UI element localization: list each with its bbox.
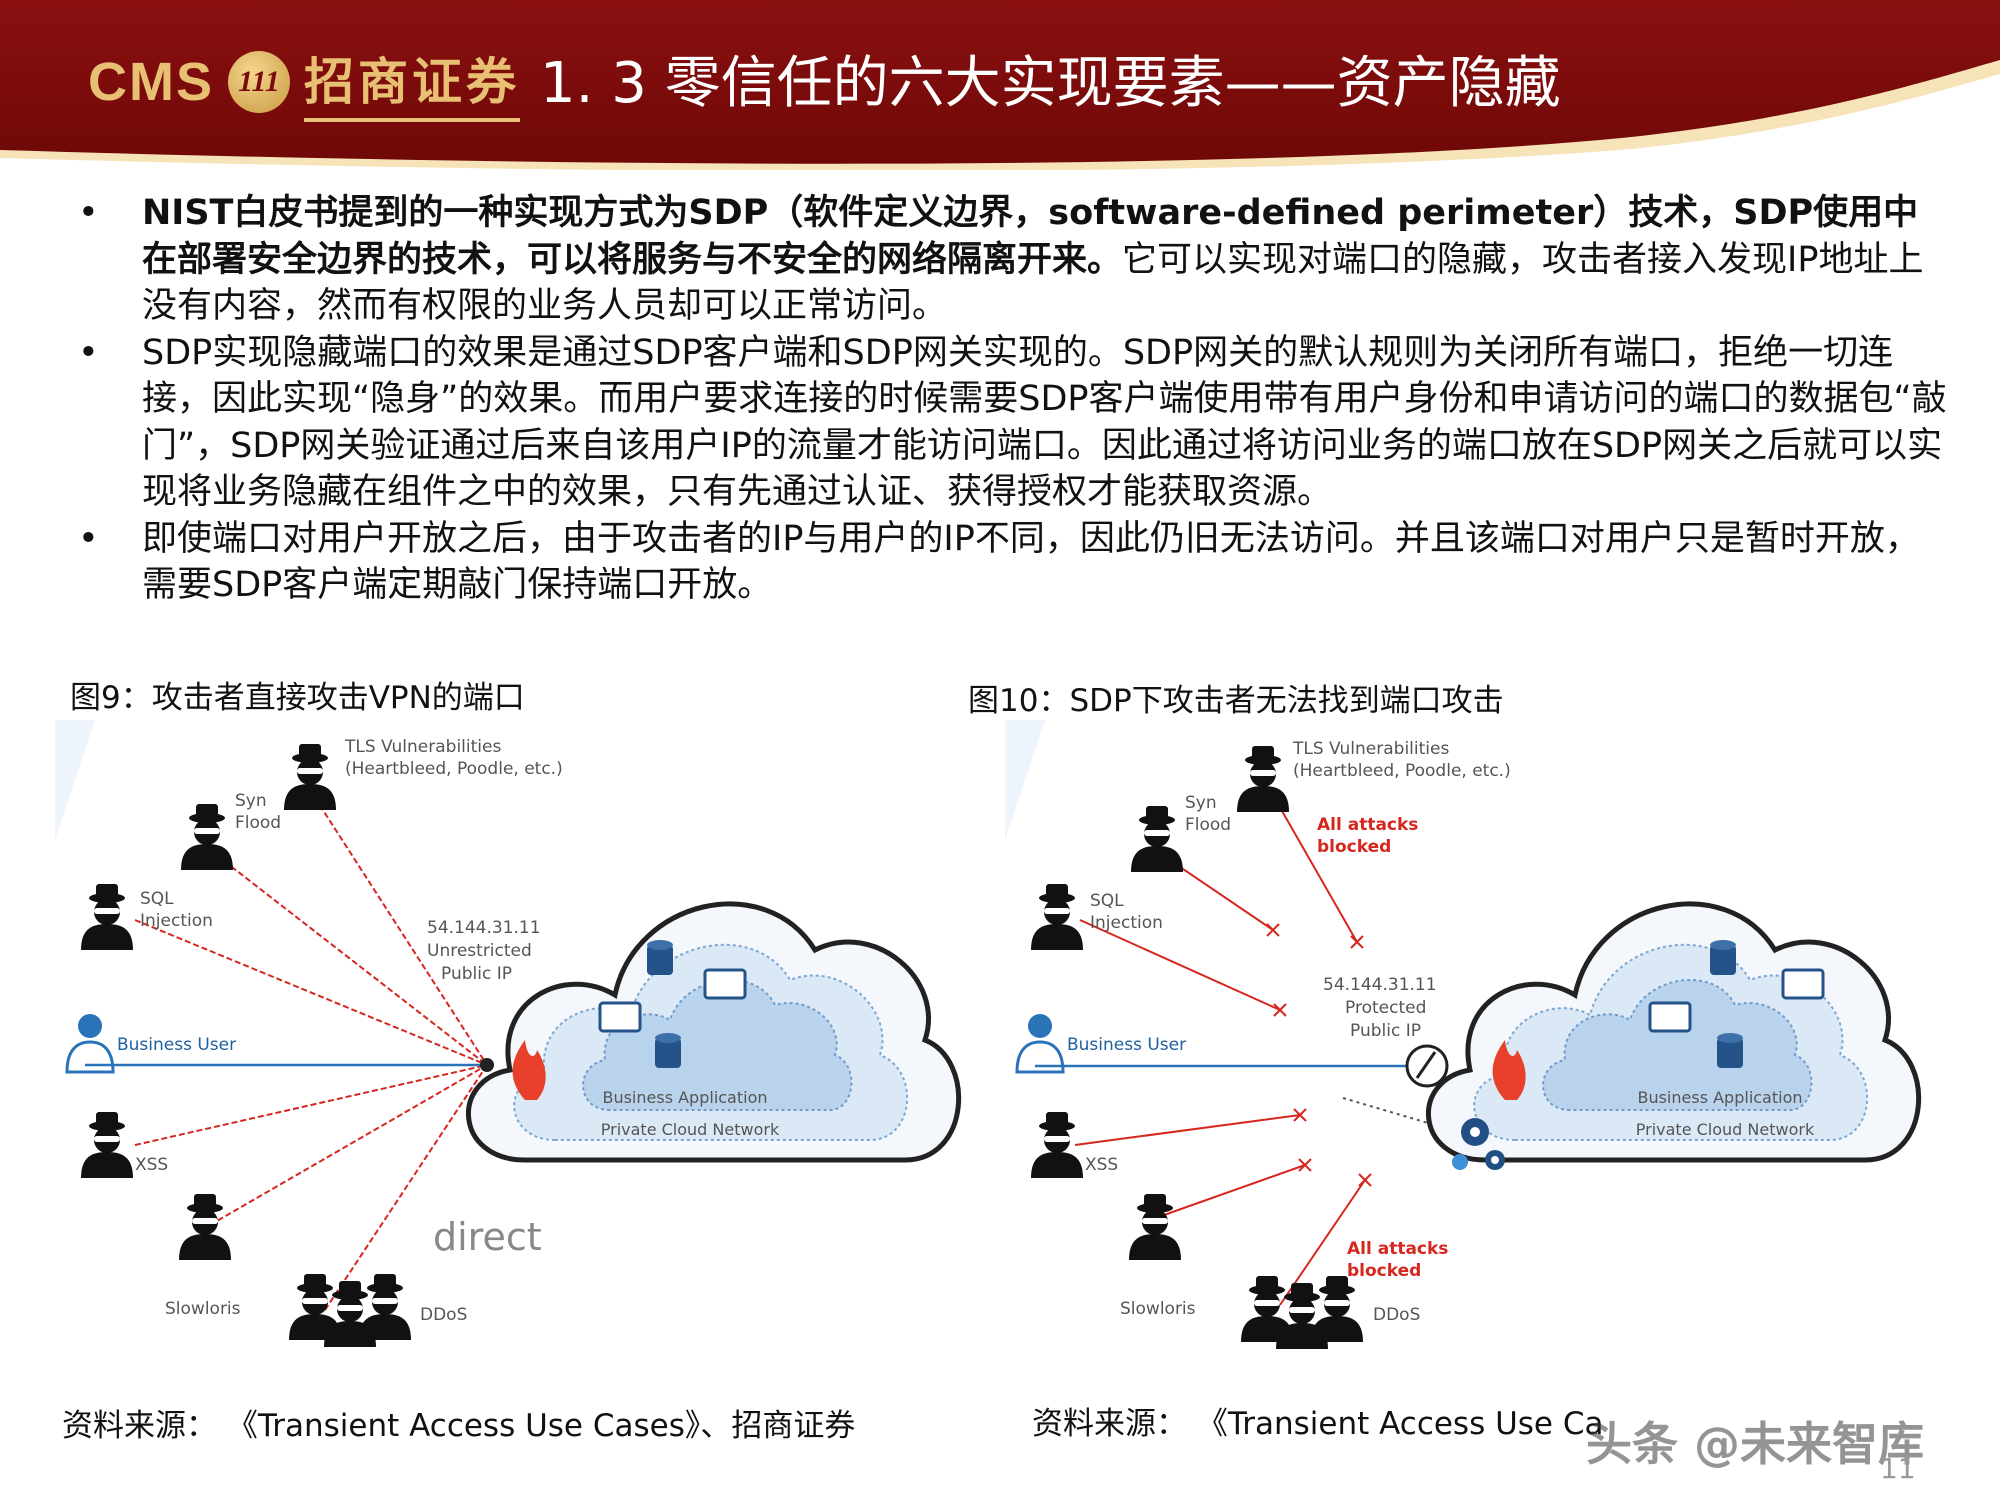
block-markers	[1266, 923, 1372, 1187]
syn-label-line1: Syn	[235, 791, 267, 811]
xss-label: XSS	[1085, 1155, 1118, 1175]
business-user-label: Business User	[1067, 1035, 1186, 1055]
ip-label-line1: 54.144.31.11	[1323, 975, 1437, 995]
figure-left-source: 资料来源： 《Transient Access Use Cases》、招商证券	[62, 1408, 856, 1444]
hacker-sql-icon	[81, 884, 133, 950]
hacker-syn-icon	[181, 804, 233, 870]
tls-label-line1: TLS Vulnerabilities	[344, 737, 501, 757]
bullet-text: 它可以实现对端口的隐藏，攻击者接入发现IP地址上没有内容，然而有权限的业务人员却…	[142, 239, 1924, 327]
hacker-slowloris-icon	[1129, 1194, 1181, 1260]
logo-badge-icon: 111	[228, 51, 290, 113]
private-cloud: Business Application Private Cloud Netwo…	[465, 901, 962, 1163]
tls-label-line1: TLS Vulnerabilities	[1292, 739, 1449, 759]
private-cloud: Business Application Private Cloud Netwo…	[1425, 901, 1922, 1163]
slowloris-label: Slowloris	[165, 1299, 241, 1319]
figure-right-diagram: Business Application Private Cloud Netwo…	[1005, 720, 1965, 1380]
attack-lines	[134, 789, 488, 1311]
ip-label-line2: Unrestricted	[427, 941, 532, 961]
header-gold-wave	[0, 60, 2000, 170]
bullet-dot: •	[78, 518, 99, 559]
syn-label-line2: Flood	[235, 813, 281, 833]
tls-label-line2: (Heartbleed, Poodle, etc.)	[1293, 761, 1511, 781]
tls-label-line2: (Heartbleed, Poodle, etc.)	[345, 759, 563, 779]
ddos-label: DDoS	[1373, 1305, 1420, 1325]
bullet-item: • 即使端口对用户开放之后，由于攻击者的IP与用户的IP不同，因此仍旧无法访问。…	[70, 516, 1950, 609]
blocked-label-bottom-line1: All attacks	[1347, 1239, 1448, 1259]
company-logo: CMS 111 招商证券	[88, 42, 520, 122]
hacker-tls-icon	[1237, 746, 1289, 812]
hacker-ddos-icon	[289, 1274, 411, 1347]
direct-annotation: direct	[433, 1215, 542, 1259]
ip-label-line1: 54.144.31.11	[427, 918, 541, 938]
gears-icon	[1452, 1118, 1505, 1170]
hacker-syn-icon	[1131, 806, 1183, 872]
business-app-label: Business Application	[602, 1088, 767, 1107]
slowloris-label: Slowloris	[1120, 1299, 1196, 1319]
hacker-xss-icon	[81, 1112, 133, 1178]
sdp-protection-diagram: Business Application Private Cloud Netwo…	[1005, 720, 1922, 1349]
ip-label-line2: Protected	[1345, 998, 1426, 1018]
figure-left-caption: 图9：攻击者直接攻击VPN的端口	[70, 680, 525, 716]
logo-company-name: 招商证券	[304, 42, 520, 122]
sql-label-line1: SQL	[1090, 891, 1124, 911]
syn-label-line1: Syn	[1185, 793, 1217, 813]
sql-label-line2: Injection	[1090, 913, 1163, 933]
page-title: 1. 3 零信任的六大实现要素——资产隐藏	[540, 51, 1561, 116]
sql-label-line1: SQL	[140, 889, 174, 909]
blocked-label-top-line1: All attacks	[1317, 815, 1418, 835]
decor-stripe	[1005, 720, 1045, 840]
firewall-flame-icon	[512, 1040, 546, 1100]
ddos-label: DDoS	[420, 1305, 467, 1325]
logo-cms-text: CMS	[88, 52, 214, 112]
hacker-sql-icon	[1031, 884, 1083, 950]
figure-left-diagram: Business Application Private Cloud Netwo…	[55, 720, 985, 1380]
bullet-list: • NIST白皮书提到的一种实现方式为SDP（软件定义边界，software-d…	[70, 190, 1950, 609]
vpn-port-dot	[480, 1058, 494, 1072]
private-cloud-label: Private Cloud Network	[601, 1120, 780, 1139]
blocked-label-bottom-line2: blocked	[1347, 1261, 1421, 1281]
hacker-tls-icon	[284, 744, 336, 810]
figure-right-caption: 图10：SDP下攻击者无法找到端口攻击	[968, 683, 1504, 719]
vpn-attack-diagram: Business Application Private Cloud Netwo…	[55, 720, 962, 1347]
sdp-gateway-icon	[1405, 1044, 1449, 1088]
blocked-label-top-line2: blocked	[1317, 837, 1391, 857]
bullet-dot: •	[78, 332, 99, 373]
bullet-item: • NIST白皮书提到的一种实现方式为SDP（软件定义边界，software-d…	[70, 190, 1950, 330]
syn-label-line2: Flood	[1185, 815, 1231, 835]
hacker-slowloris-icon	[179, 1194, 231, 1260]
decor-stripe	[55, 720, 95, 840]
bullet-text: SDP实现隐藏端口的效果是通过SDP客户端和SDP网关实现的。SDP网关的默认规…	[142, 332, 1947, 513]
page-number: 11	[1880, 1452, 1916, 1485]
blocked-attack-lines	[1074, 789, 1366, 1306]
ip-label-line3: Public IP	[441, 964, 512, 984]
firewall-flame-icon	[1492, 1040, 1526, 1100]
xss-label: XSS	[135, 1155, 168, 1175]
hacker-ddos-icon	[1241, 1276, 1363, 1349]
bullet-bold-text: NIST白皮书提到的一种实现方式为SDP（软件定义边界，software-def…	[142, 193, 1919, 280]
ip-label-line3: Public IP	[1350, 1021, 1421, 1041]
business-user-icon	[1015, 1014, 1065, 1074]
watermark-text: 头条 @未来智库	[1586, 1417, 1925, 1471]
sql-label-line2: Injection	[140, 911, 213, 931]
business-app-label: Business Application	[1637, 1088, 1802, 1107]
business-user-icon	[65, 1014, 115, 1074]
bullet-dot: •	[78, 193, 99, 233]
private-cloud-label: Private Cloud Network	[1636, 1120, 1815, 1139]
header-banner: CMS 111 招商证券 1. 3 零信任的六大实现要素——资产隐藏	[0, 0, 2000, 170]
bullet-text: 即使端口对用户开放之后，由于攻击者的IP与用户的IP不同，因此仍旧无法访问。并且…	[142, 518, 1920, 606]
bullet-item: • SDP实现隐藏端口的效果是通过SDP客户端和SDP网关实现的。SDP网关的默…	[70, 330, 1950, 516]
figure-right-source: 资料来源： 《Transient Access Use Ca	[1032, 1406, 1604, 1442]
business-user-label: Business User	[117, 1035, 236, 1055]
